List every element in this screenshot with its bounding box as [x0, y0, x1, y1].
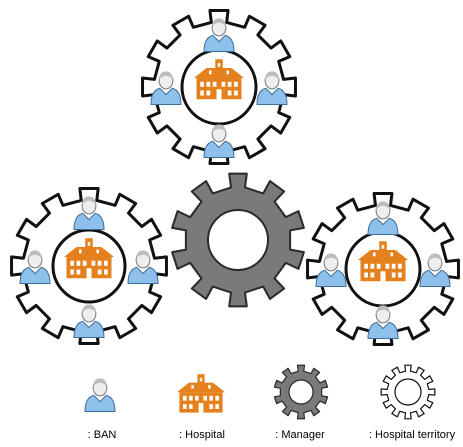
hospital-building-icon	[177, 374, 225, 413]
manager-gear	[273, 364, 329, 420]
person-icon	[84, 377, 116, 413]
hospital-building-icon	[358, 241, 408, 282]
hospital-building-icon	[194, 59, 244, 100]
hospital-building-icon	[64, 238, 114, 279]
legend-label-hospital: : Hospital	[179, 429, 225, 441]
hospital-territory-gear	[380, 364, 436, 420]
manager-gear	[171, 172, 305, 308]
legend-label-ban: : BAN	[87, 429, 117, 441]
legend-label-manager: : Manager	[275, 429, 325, 441]
legend-label-territory: : Hospital territory	[368, 429, 456, 441]
